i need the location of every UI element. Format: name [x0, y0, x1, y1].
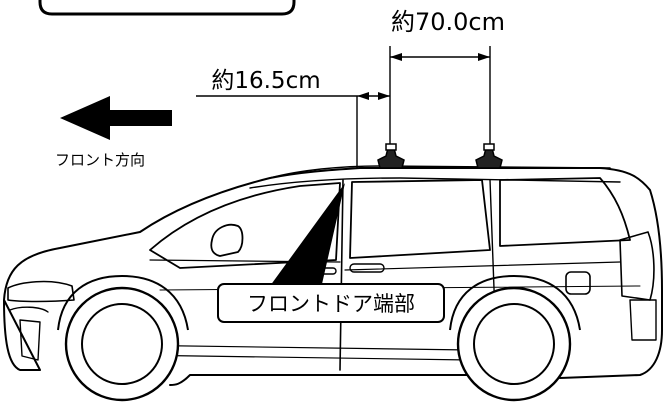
wheel-arches	[57, 274, 581, 331]
vehicle-body-outline	[3, 167, 663, 386]
front-door-edge-callout	[217, 283, 445, 323]
front-wheel	[64, 286, 180, 402]
left-arrow-icon	[60, 96, 172, 140]
front-door-edge-label: フロントドア端部	[247, 292, 415, 316]
rear-window	[499, 177, 631, 247]
carrier-spacing-dimension	[389, 46, 491, 146]
rear-wheel	[456, 286, 572, 402]
middle-window	[349, 179, 491, 259]
top-label-frame	[38, 0, 296, 16]
front-offset-label: 約16.5cm	[211, 68, 320, 94]
carrier-spacing-label: 約70.0cm	[391, 8, 505, 36]
fuel-cap	[565, 271, 591, 295]
front-door-pointer	[270, 183, 345, 286]
side-mirror	[210, 223, 244, 257]
front-direction-label: フロント方向	[55, 151, 145, 169]
front-offset-dimension	[196, 92, 390, 168]
rear-roof-carrier	[475, 143, 503, 169]
front-window	[149, 182, 341, 269]
front-roof-carrier	[377, 143, 405, 169]
